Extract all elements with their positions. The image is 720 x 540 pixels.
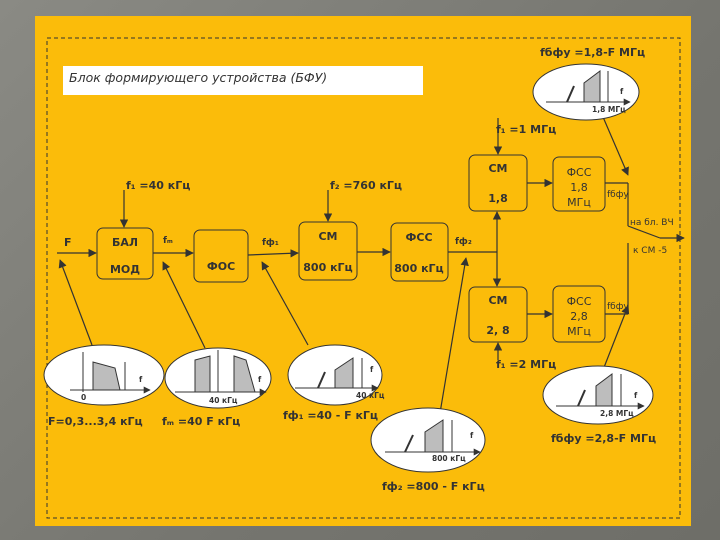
ff1-label: fф₁: [262, 238, 279, 248]
filter-800-block: ФСС 800 кГц: [390, 222, 449, 282]
ellipse1-caption: F=0,3...3,4 кГц: [48, 415, 143, 428]
mod-label: МОД: [110, 263, 140, 276]
mixer-1-8-block: СМ 1,8: [468, 154, 528, 212]
fbfu-top-small-label: fбфу: [607, 190, 629, 200]
lo-f1-double-prime-label: f₁ =2 МГц: [496, 358, 556, 371]
ellipse3-caption: fф₁ =40 - F кГц: [283, 409, 378, 422]
mixer-2-8-freq: 2, 8: [486, 324, 509, 337]
filter-1-8-freq: 1,8: [570, 181, 588, 194]
lo-f1-label: f₁ =40 кГц: [126, 179, 190, 192]
spectrum-ellipse-1: 0 f: [43, 344, 165, 406]
fos-block: ФОС: [193, 229, 249, 283]
ell-bot-f: f: [634, 391, 638, 400]
spectrum-ellipse-bottom-right: 2,8 МГц f: [542, 365, 654, 425]
output-label-line2: к СМ -5: [633, 246, 667, 256]
fos-label: ФОС: [207, 260, 235, 273]
filter-2-8-block: ФСС 2,8 МГц: [552, 285, 606, 343]
fm-label: fₘ: [163, 236, 173, 246]
top-right-formula: fбфу =1,8-F МГц: [540, 46, 645, 59]
ell2-f: f: [258, 375, 262, 384]
spectrum-ellipse-top-right: 1,8 МГц f: [532, 63, 640, 121]
bal-mod-block: БАЛ МОД: [96, 227, 154, 280]
fbfu-bot-small-label: fбфу: [607, 302, 629, 312]
filter-2-8-freq: 2,8: [570, 310, 588, 323]
mixer-1-8-title: СМ: [488, 162, 507, 175]
filter-800-freq: 800 кГц: [394, 262, 443, 275]
mixer-2-8-title: СМ: [488, 294, 507, 307]
mixer-800-block: СМ 800 кГц: [298, 221, 358, 281]
filter-2-8-unit: МГц: [567, 325, 591, 338]
spectrum-ellipse-3: 40 кГц f: [287, 344, 385, 406]
mixer-800-title: СМ: [318, 230, 337, 243]
input-F-label: F: [64, 236, 72, 249]
ell1-f: f: [139, 375, 143, 384]
lo-f1-prime-label: f₁ =1 МГц: [496, 123, 556, 136]
ellipse4-caption: fф₂ =800 - F кГц: [382, 480, 485, 493]
ell1-zero: 0: [81, 393, 86, 402]
spectrum-ellipse-2: 40 кГц f: [164, 347, 272, 409]
ell3-f: f: [370, 365, 374, 374]
output-label-line1: на бл. ВЧ: [630, 218, 674, 228]
ell-top-freq: 1,8 МГц: [592, 105, 626, 114]
ell2-freq: 40 кГц: [209, 396, 238, 405]
filter-1-8-title: ФСС: [567, 166, 592, 179]
ell4-freq: 800 кГц: [432, 454, 466, 463]
mixer-2-8-block: СМ 2, 8: [468, 286, 528, 343]
ff2-label: fф₂: [455, 237, 472, 247]
bot-right-formula: fбфу =2,8-F МГц: [551, 432, 656, 445]
diagram-title: Блок формирующего устройства (БФУ): [63, 66, 423, 95]
filter-2-8-title: ФСС: [567, 295, 592, 308]
ell-bot-freq: 2,8 МГц: [600, 409, 634, 418]
boundary-dashed: [46, 37, 681, 519]
bal-label: БАЛ: [112, 236, 138, 249]
signal-lines: [57, 109, 685, 414]
lo-f2-label: f₂ =760 кГц: [330, 179, 402, 192]
spectrum-ellipse-4: 800 кГц f: [370, 407, 486, 473]
filter-1-8-unit: МГц: [567, 196, 591, 209]
ell4-f: f: [470, 431, 474, 440]
mixer-1-8-freq: 1,8: [488, 192, 508, 205]
filter-1-8-block: ФСС 1,8 МГц: [552, 156, 606, 212]
mixer-800-freq: 800 кГц: [303, 261, 352, 274]
ell-top-f: f: [620, 87, 624, 96]
ell3-freq: 40 кГц: [356, 391, 385, 400]
filter-800-title: ФСС: [405, 231, 432, 244]
ellipse2-caption: fₘ =40 F кГц: [162, 415, 240, 428]
